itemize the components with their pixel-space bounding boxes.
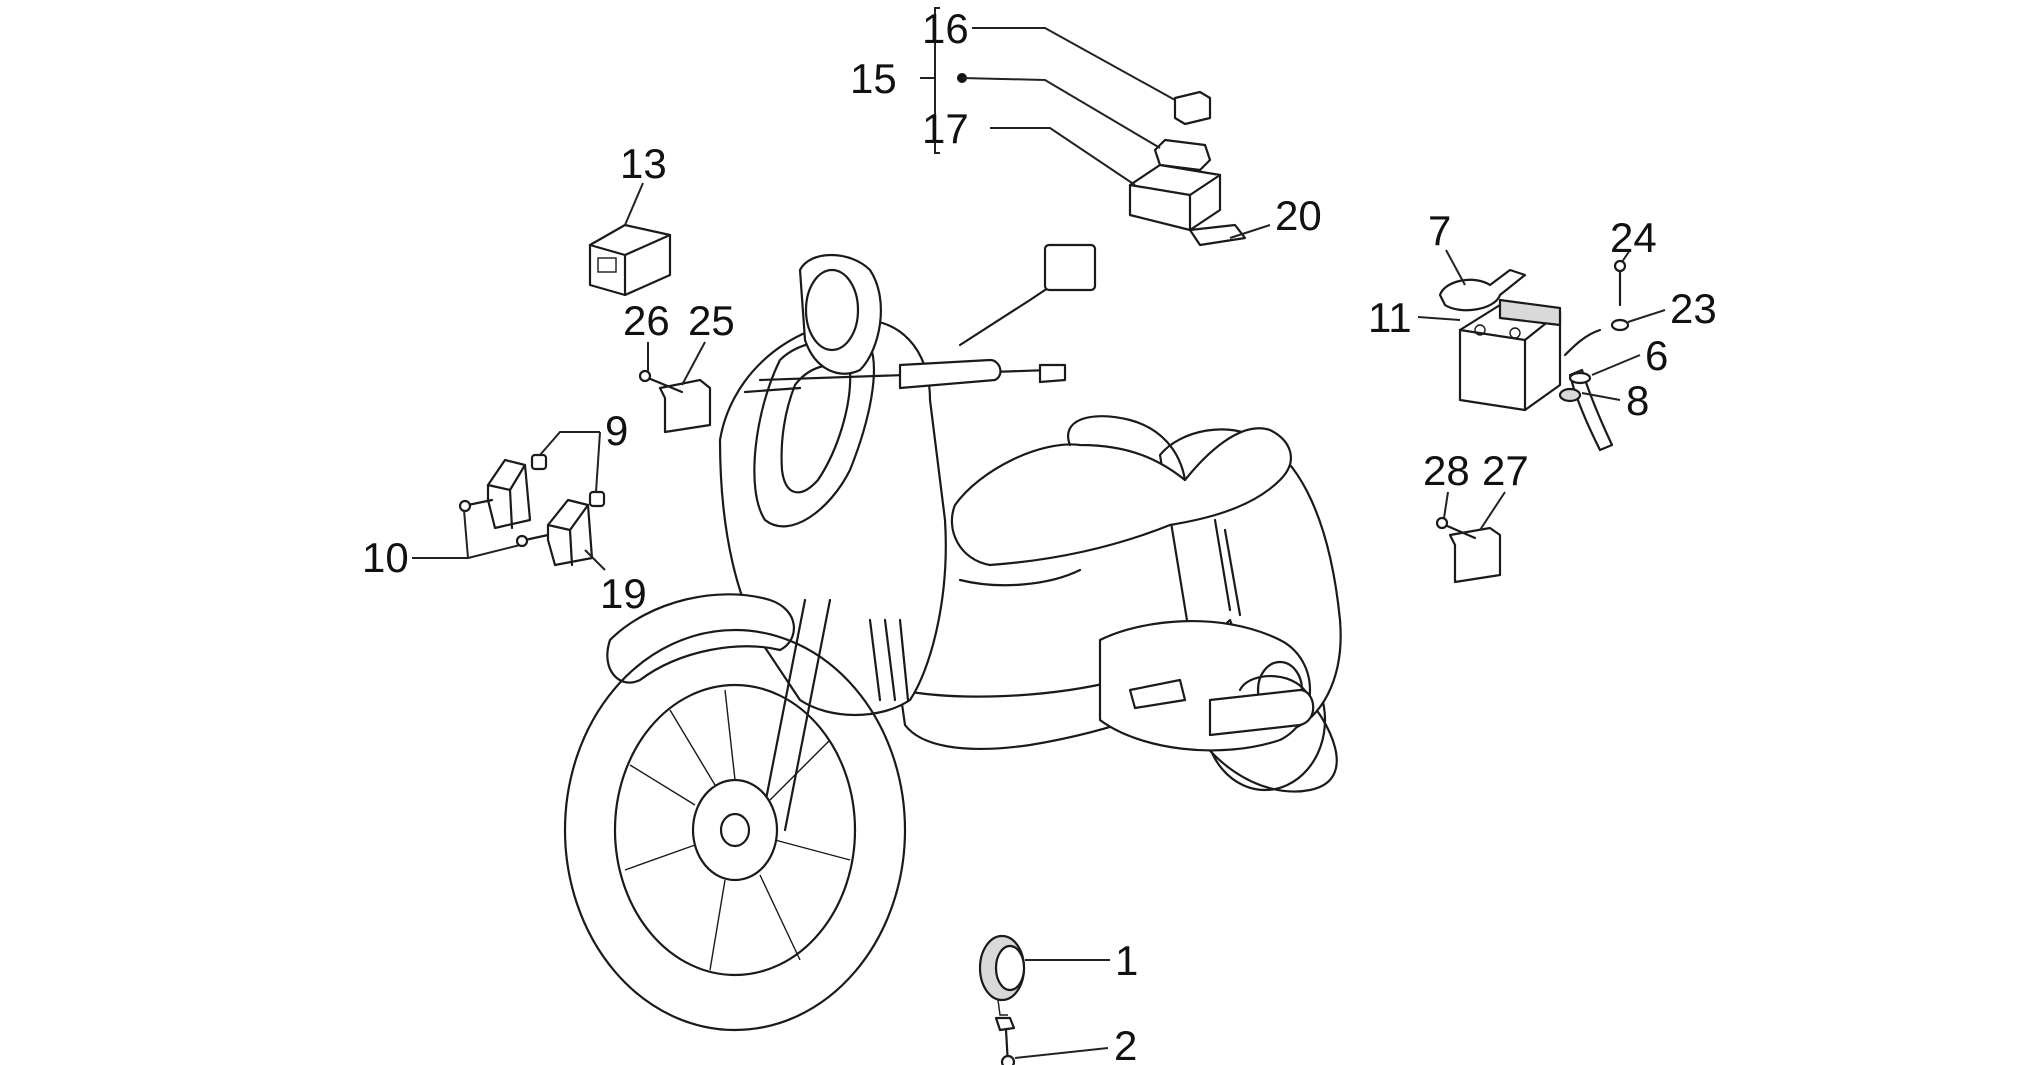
part-27-bracket [1448,526,1502,584]
callout-19: 19 [600,570,647,617]
part-2-screw [994,1016,1016,1065]
callout-27: 27 [1482,447,1529,494]
callout-23: 23 [1670,285,1717,332]
part-13-relay [588,223,672,297]
part-10-screws [458,498,550,548]
callout-10: 10 [362,534,409,581]
part-24-screw [1613,259,1627,307]
part-7-battery-strap [1438,268,1527,312]
callout-1: 1 [1115,937,1138,984]
part-25-bracket [658,378,712,434]
part-26-bolt [638,369,684,394]
callout-8: 8 [1626,377,1649,424]
callout-9: 9 [605,407,628,454]
callout-24: 24 [1610,214,1657,261]
callout-13: 13 [620,140,667,187]
callout-2: 2 [1114,1022,1137,1065]
part-19-relay-right [546,498,594,567]
part-8-cable [1558,368,1614,452]
callout-17: 17 [922,105,969,152]
part-6-washer [1568,371,1592,385]
callout-11: 11 [1368,294,1412,341]
callout-20: 20 [1275,192,1322,239]
part-28-bolt [1435,516,1477,540]
part-9-grommets [530,453,606,508]
part-19-relay-left [486,458,532,530]
part-17-starter-relay [1128,138,1247,247]
callout-6: 6 [1645,332,1668,379]
callout-25: 25 [688,297,735,344]
part-16-fuse-cover [1173,90,1212,126]
part-11-battery [1458,298,1562,412]
callout-28: 28 [1423,447,1470,494]
leader-lines [412,7,1666,1059]
callout-7: 7 [1428,207,1451,254]
callout-16: 16 [922,5,969,52]
callout-26: 26 [623,297,670,344]
callout-15: 15 [850,55,897,102]
part-23-cable-terminal [1563,318,1630,357]
scooter-illustration [563,243,1342,1032]
part-1-horn [978,934,1026,1016]
